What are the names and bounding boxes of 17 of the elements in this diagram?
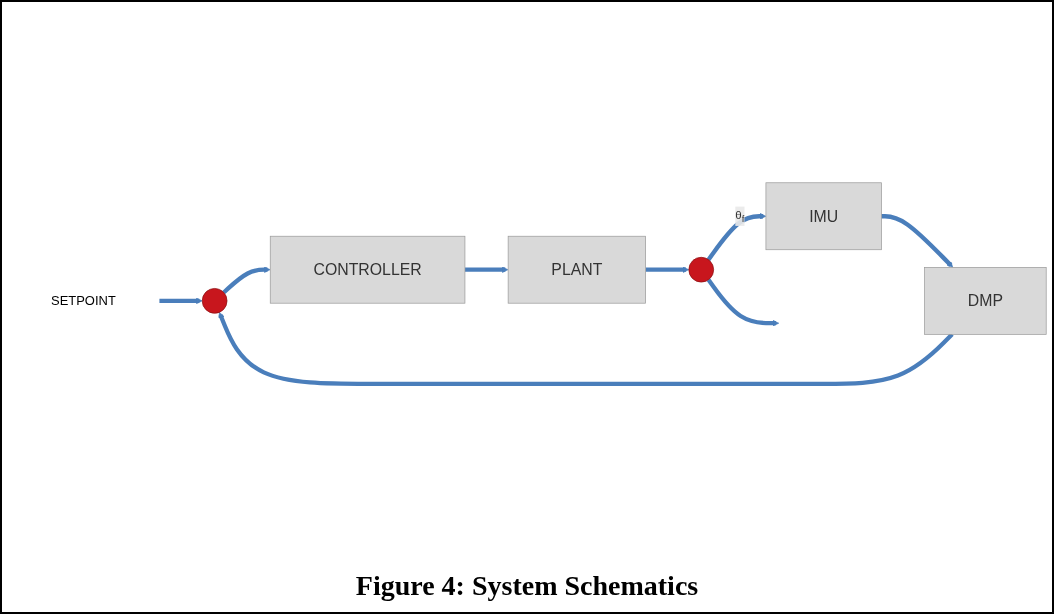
- figure-caption: Figure 4: System Schematics: [355, 570, 699, 602]
- node-circle: [688, 256, 714, 283]
- edge-label: θ$_{f}$: [735, 208, 745, 224]
- node-box: IMU: [765, 182, 882, 250]
- arrow: [159, 297, 203, 304]
- arrow: [706, 212, 767, 261]
- node-box: CONTROLLER: [269, 235, 466, 304]
- node-box: PLANT: [507, 235, 646, 304]
- arrow: [464, 266, 509, 273]
- arrow: [218, 311, 954, 386]
- arrow: [645, 266, 690, 273]
- arrow: [881, 213, 954, 268]
- arrow: [706, 278, 780, 327]
- arrow: [222, 266, 271, 294]
- node-box: DMP: [924, 266, 1047, 335]
- node-text: SETPOINT: [51, 292, 116, 308]
- node-circle: [201, 287, 228, 314]
